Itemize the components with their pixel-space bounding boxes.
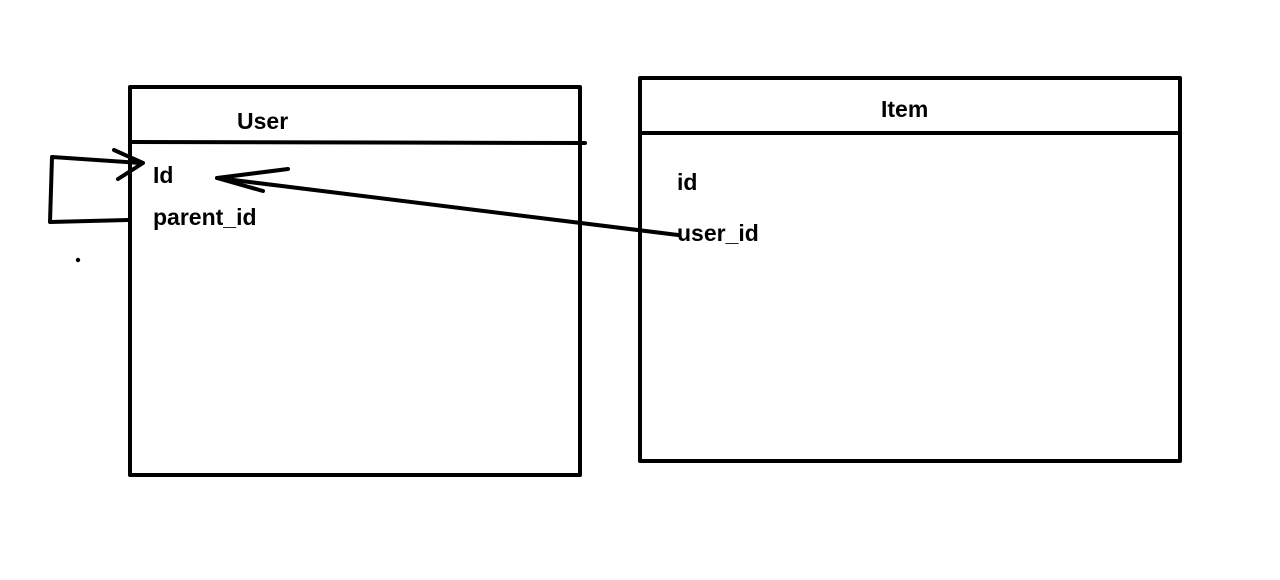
- foreign-key-arrowhead: [215, 167, 290, 193]
- user-field-parent-id: parent_id: [153, 204, 257, 230]
- stray-dot: [75, 257, 81, 263]
- user-field-id: Id: [153, 162, 173, 188]
- self-reference-arrowhead: [112, 148, 145, 181]
- self-reference-connector: [48, 155, 142, 224]
- item-entity-title: Item: [881, 96, 928, 122]
- foreign-key-connector: [215, 176, 680, 237]
- item-field-id: id: [677, 169, 697, 195]
- item-entity-box: [638, 76, 1182, 463]
- user-header-divider: [128, 140, 587, 145]
- item-field-user-id: user_id: [677, 220, 759, 246]
- user-entity-title: User: [237, 108, 288, 134]
- user-entity-box: [128, 85, 582, 477]
